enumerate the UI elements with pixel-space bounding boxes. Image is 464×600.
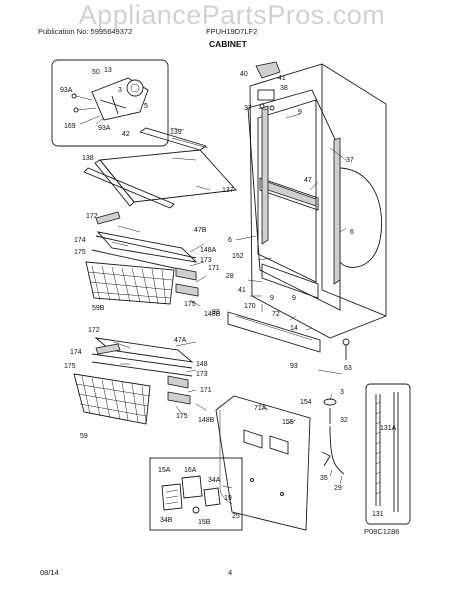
footer-date: 08/14 [40,568,59,577]
callout-25: 25 [232,513,240,520]
basket-59b-assembly [85,211,199,305]
callout-172-2: 172 [88,327,100,334]
callout-93a-2: 93A [98,125,111,132]
callout-9-top: 9 [298,109,302,116]
callout-32: 32 [340,417,348,424]
callout-19: 19 [224,495,232,502]
callout-175-4: 175 [176,413,188,420]
callout-93-1: 93 [212,309,220,316]
callout-labels: 50 13 93A 3 169 93A 5 42 139 138 137 40 … [60,67,397,526]
callout-6-right: 6 [350,229,354,236]
callout-14: 14 [290,325,298,332]
callout-169: 169 [64,123,76,130]
callout-15b: 15B [198,519,211,526]
callout-175-2: 175 [184,301,196,308]
callout-42: 42 [122,131,130,138]
callout-139: 139 [170,129,182,136]
callout-175-3: 175 [64,363,76,370]
toe-grille [227,311,321,353]
callout-3-mid: 3 [340,389,344,396]
callout-148a: 148A [200,247,217,254]
callout-34b: 34B [160,517,173,524]
callout-171-2: 171 [200,387,212,394]
callout-37-left: 37 [244,105,252,112]
callout-38: 38 [280,85,288,92]
callout-40: 40 [240,71,248,78]
callout-15a: 15A [158,467,171,474]
callout-72: 72 [272,311,280,318]
callout-138: 138 [82,155,94,162]
callout-35: 35 [320,475,328,482]
screw-63 [342,338,350,360]
diagram-code: P08C1286 [364,527,400,536]
light-housing-parts [149,457,243,531]
callout-59b: 59B [92,305,105,312]
callout-148b-1: 148B [204,311,221,318]
callout-93-2: 93 [290,363,298,370]
callout-9-a: 9 [270,295,274,302]
callout-5: 5 [144,103,148,110]
callout-13: 13 [104,67,112,74]
callout-9-b: 9 [292,295,296,302]
basket-59-assembly [73,337,194,425]
publication-number: Publication No: 5995649372 [38,27,133,36]
callout-47: 47 [304,177,312,184]
callout-175-1: 175 [74,249,86,256]
callout-50: 50 [92,69,100,76]
model-number: FPUH19D7LF2 [206,27,258,36]
trim-strip-inset [365,383,411,525]
callout-131: 131 [372,511,384,518]
shelf-glass-42 [83,127,237,209]
cabinet-body [247,63,387,339]
callout-155: 155 [282,419,294,426]
section-title: CABINET [209,39,247,49]
callout-172-1: 172 [86,213,98,220]
callout-41-mid: 41 [238,287,246,294]
thermostat-inset [51,59,169,147]
callout-41-top: 41 [278,75,286,82]
page-number: 4 [228,568,233,577]
callout-148: 148 [196,361,208,368]
callout-47a: 47A [174,337,187,344]
callout-170: 170 [244,303,256,310]
callout-173-2: 173 [196,371,208,378]
callout-59: 59 [80,433,88,440]
callout-37-right: 37 [346,157,354,164]
callout-34a: 34A [208,477,221,484]
callout-174-1: 174 [74,237,86,244]
leader-lines [111,107,347,489]
callout-71a: 71A [254,405,267,412]
watermark: AppliancePartsPros.com [78,0,386,30]
callout-171-1: 171 [208,265,220,272]
callout-173-1: 173 [200,257,212,264]
callout-131a: 131A [380,425,397,432]
callout-6-left: 6 [228,237,232,244]
callout-137: 137 [222,187,234,194]
callout-174-2: 174 [70,349,82,356]
evaporator-cover [215,395,311,531]
callout-3-top: 3 [118,87,122,94]
callout-93a-1: 93A [60,87,73,94]
callout-16a: 16A [184,467,197,474]
callout-148b-2: 148B [198,417,215,424]
callout-154: 154 [300,399,312,406]
drain-tube [321,398,345,475]
callout-47b: 47B [194,227,207,234]
callout-28: 28 [226,273,234,280]
callout-63: 63 [344,365,352,372]
callout-29: 29 [334,485,342,492]
hinge-assembly [255,61,281,111]
callout-152: 152 [232,253,244,260]
